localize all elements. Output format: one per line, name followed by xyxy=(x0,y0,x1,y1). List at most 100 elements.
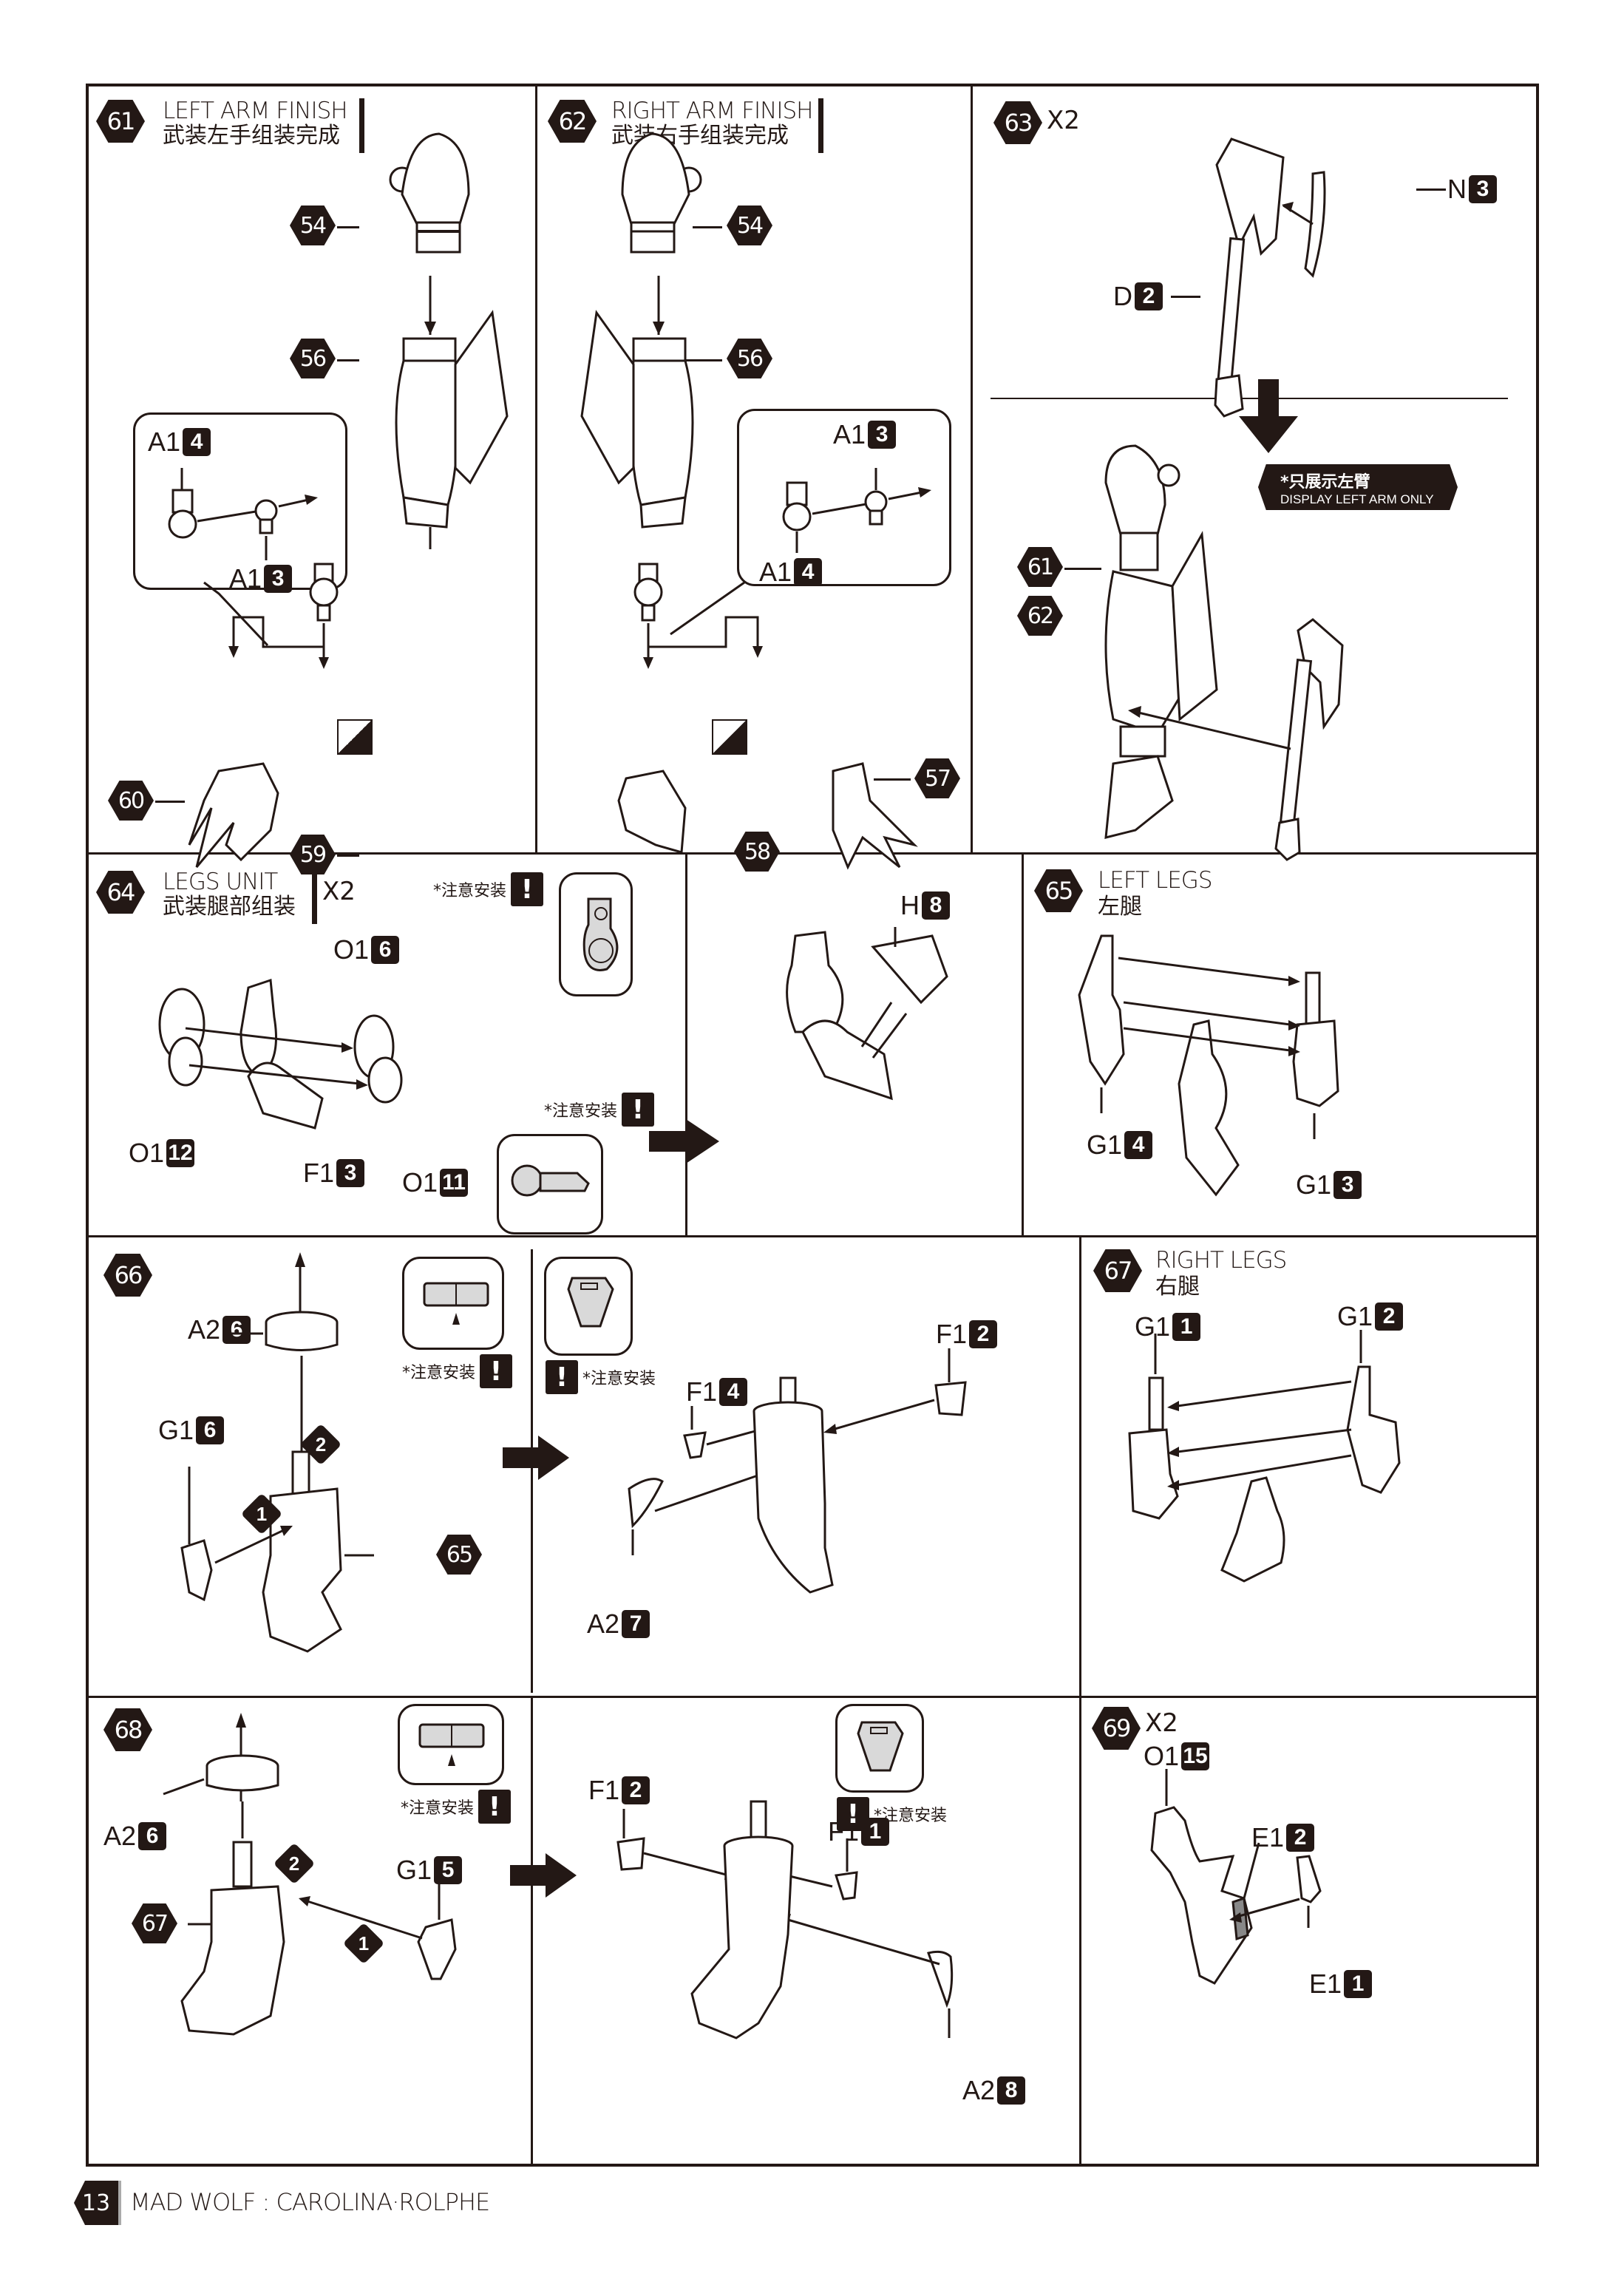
order-number: 1 xyxy=(358,1932,370,1954)
runner-code: A1 xyxy=(148,427,181,457)
part-label: O1 11 xyxy=(402,1167,469,1198)
runner-code: F1 xyxy=(588,1775,620,1805)
knee-assembly-drawing xyxy=(160,1252,544,1659)
runner-code: A2 xyxy=(587,1609,620,1639)
part-number: 2 xyxy=(969,1320,998,1348)
part-label: A2 6 xyxy=(103,1821,167,1852)
part-number: 3 xyxy=(1469,175,1497,203)
part-label: O1 12 xyxy=(129,1138,195,1169)
exclamation-icon: ! xyxy=(478,1790,512,1824)
part-label: O1 15 xyxy=(1144,1741,1210,1772)
runner-code: O1 xyxy=(129,1138,165,1168)
runner-code: N xyxy=(1447,174,1467,204)
part-number: 2 xyxy=(1375,1302,1404,1331)
part-number: 6 xyxy=(222,1316,251,1344)
down-arrow-icon xyxy=(1239,379,1298,453)
leader-line xyxy=(693,226,722,228)
part-number: 2 xyxy=(1286,1824,1315,1852)
part-number: 2 xyxy=(1135,282,1163,310)
part-ref-56: 56 xyxy=(727,339,772,378)
runner-code: O1 xyxy=(402,1167,438,1198)
part-number: 3 xyxy=(1333,1171,1362,1199)
divider xyxy=(531,1696,533,2167)
part-number: 4 xyxy=(183,428,211,456)
choose-one-icon xyxy=(712,719,747,755)
divider xyxy=(685,852,687,1235)
multiplier: X2 xyxy=(322,877,356,906)
part-label: G1 3 xyxy=(1296,1169,1362,1200)
step-title-en: LEGS UNIT xyxy=(163,869,278,895)
step-number-badge: 67 xyxy=(1093,1249,1142,1292)
part-label: A1 4 xyxy=(759,557,823,588)
part-number: 4 xyxy=(1124,1131,1153,1159)
part-label: G1 4 xyxy=(1087,1130,1153,1161)
part-label: F1 2 xyxy=(936,1319,998,1350)
part-label: G1 6 xyxy=(158,1415,225,1446)
runner-code: G1 xyxy=(158,1415,194,1445)
leader-line xyxy=(1416,188,1446,191)
leader-line xyxy=(337,226,359,228)
step-title-en: LEFT ARM FINISH xyxy=(163,98,348,124)
forearm-part-drawing xyxy=(574,305,707,549)
page-frame xyxy=(86,84,1539,2167)
part-label: G1 5 xyxy=(396,1855,463,1886)
part-ref-62: 62 xyxy=(1017,596,1063,636)
part-label: D 2 xyxy=(1113,281,1163,312)
joint-plate-detail xyxy=(574,891,625,980)
left-leg-exploded-drawing xyxy=(1068,936,1423,1209)
hip-frame-drawing xyxy=(1141,1769,1362,2013)
wrist-joint-drawing xyxy=(204,586,374,669)
right-arrow-icon xyxy=(503,1436,569,1480)
step-62: 62 RIGHT ARM FINISH 武装右手组装完成 54 56 A1 3 … xyxy=(537,84,971,872)
divider xyxy=(86,1696,1539,1698)
display-note-callout: *只展示左臂 DISPLAY LEFT ARM ONLY xyxy=(1258,464,1458,510)
part-label: F1 4 xyxy=(686,1376,748,1407)
open-hand-drawing xyxy=(611,764,693,860)
step-title-en: RIGHT LEGS xyxy=(1155,1247,1287,1274)
lower-leg-armor-drawing xyxy=(588,1341,1002,1614)
part-label: E1 1 xyxy=(1309,1969,1373,2000)
part-number: 12 xyxy=(166,1139,195,1167)
divider xyxy=(1022,852,1024,1235)
part-ref-59: 59 xyxy=(290,835,336,874)
claw-hand-drawing xyxy=(818,756,929,867)
part-label: G1 2 xyxy=(1337,1301,1404,1332)
callout-en: DISPLAY LEFT ARM ONLY xyxy=(1280,492,1434,506)
part-label: G1 1 xyxy=(1135,1311,1201,1342)
caution-note: ! *注意安装 xyxy=(546,1360,656,1394)
runner-code: F1 xyxy=(936,1319,968,1349)
divider xyxy=(1079,1235,1081,2167)
exclamation-icon: ! xyxy=(480,1354,513,1388)
caution-label: *注意安装 xyxy=(402,1364,476,1382)
step-number-badge: 66 xyxy=(103,1254,152,1297)
runner-code: G1 xyxy=(1135,1311,1171,1342)
order-step-2: 2 xyxy=(273,1842,316,1885)
step-number-badge: 65 xyxy=(1034,869,1083,912)
part-label: A2 7 xyxy=(587,1609,650,1640)
caution-note: *注意安装 ! xyxy=(433,872,544,906)
step-number-badge: 62 xyxy=(548,100,597,143)
ring-detail xyxy=(423,1282,489,1325)
part-number: 4 xyxy=(794,558,823,586)
part-number: 3 xyxy=(264,565,293,593)
part-label: F1 2 xyxy=(588,1775,650,1806)
runner-code: D xyxy=(1113,281,1132,311)
step-61: 61 LEFT ARM FINISH 武装左手组装完成 54 56 A1 4 A… xyxy=(86,84,535,874)
part-ref-54: 54 xyxy=(290,206,336,245)
leader-line xyxy=(1171,296,1200,298)
knee-cap-detail xyxy=(565,1274,616,1341)
divider xyxy=(991,398,1508,399)
runner-code: G1 xyxy=(1087,1130,1123,1160)
runner-code: A2 xyxy=(962,2075,996,2105)
divider xyxy=(531,1249,533,1693)
footer-divider xyxy=(118,2181,121,2225)
runner-code: G1 xyxy=(1337,1301,1373,1331)
leader-line xyxy=(337,359,359,361)
title-bar xyxy=(818,98,823,153)
right-arrow-icon xyxy=(510,1853,577,1898)
page-number-badge: 13 xyxy=(74,2181,118,2225)
claw-hand-drawing xyxy=(182,764,300,874)
caution-label: *注意安装 xyxy=(433,882,507,900)
assembled-arm-drawing xyxy=(1091,438,1239,852)
part-label: A1 3 xyxy=(229,563,293,594)
